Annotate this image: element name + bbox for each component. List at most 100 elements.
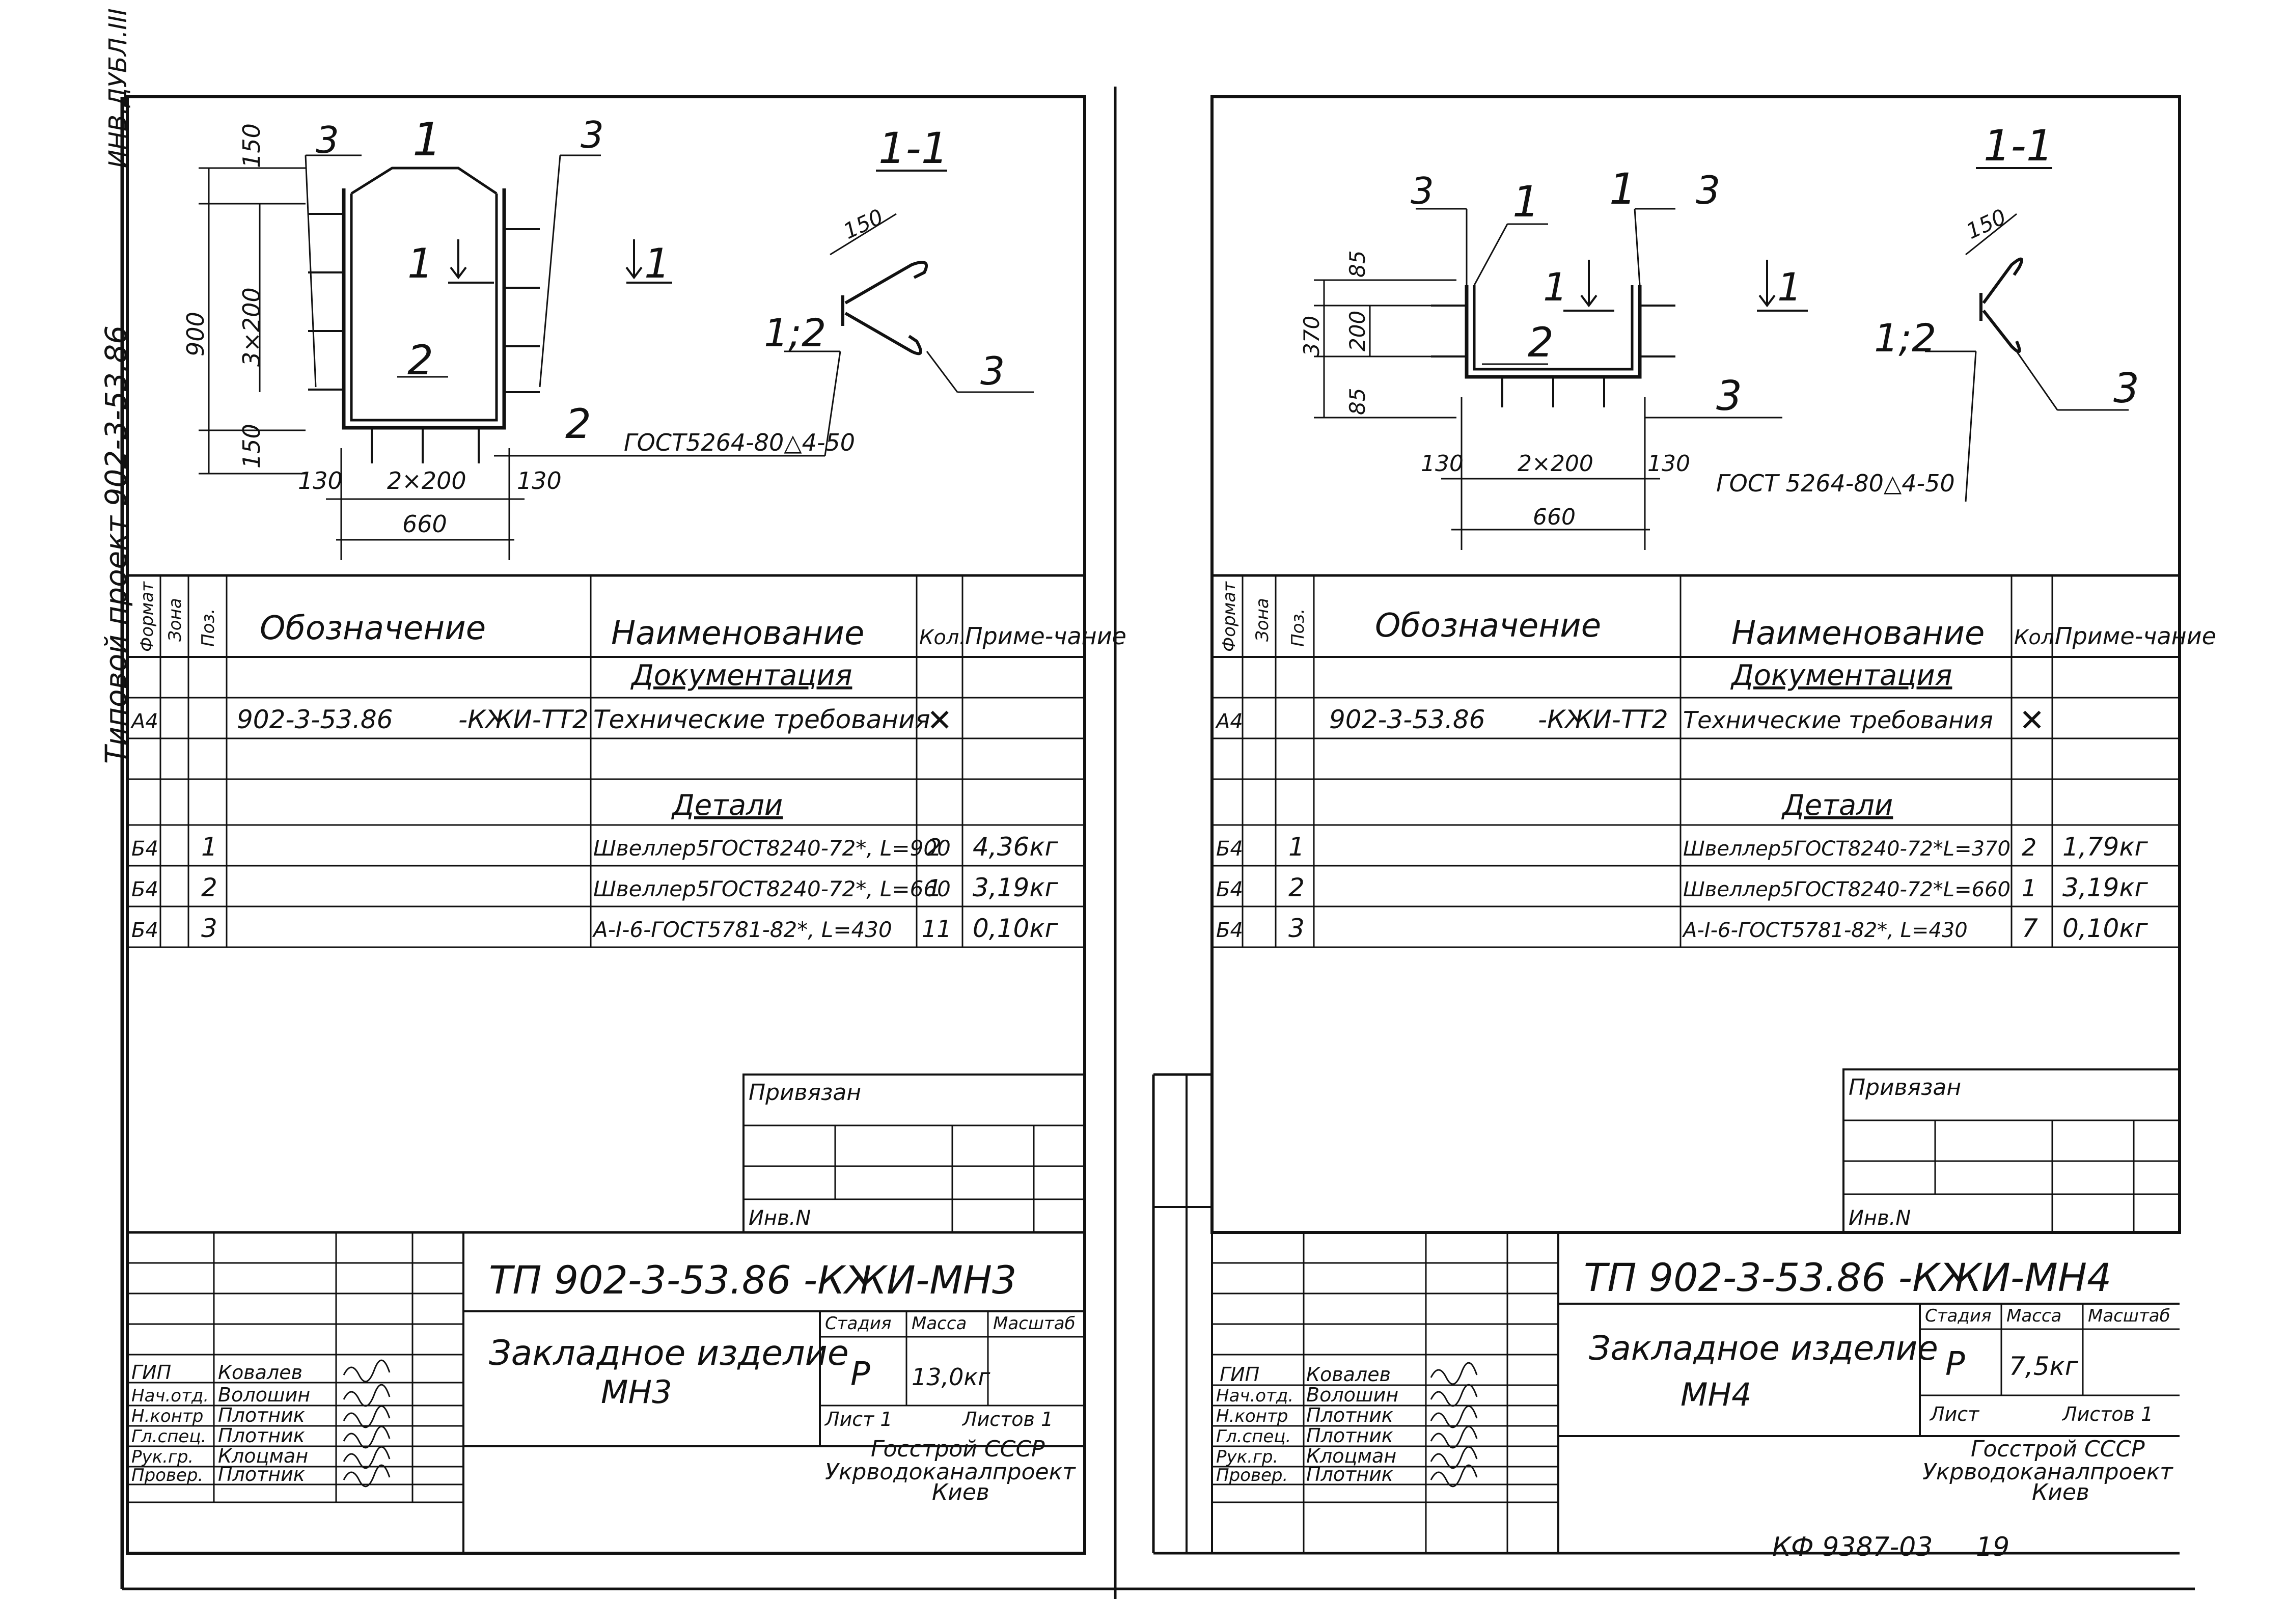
- left-row2-qty: 1: [927, 874, 942, 902]
- left-dim-bar: 150: [840, 204, 887, 244]
- right-org3: Киев: [2032, 1479, 2089, 1505]
- right-row1-format: Б4: [1216, 837, 1243, 861]
- right-doc-format: А4: [1215, 710, 1243, 733]
- right-row3-format: Б4: [1216, 919, 1243, 942]
- table-row: Б4 2 Швеллер5ГОСТ8240-72*L=660 1 3,19кг: [1216, 873, 2149, 902]
- right-role-1: Нач.отд.: [1216, 1386, 1293, 1406]
- left-doc-code: ТП 902-3-53.86 -КЖИ-МН3: [489, 1257, 1016, 1303]
- right-doc-name: Технические требования: [1683, 706, 1993, 734]
- left-row3-note: 0,10кг: [973, 914, 1059, 943]
- left-doc-format: А4: [130, 710, 158, 733]
- left-role-2: Н.контр: [131, 1406, 203, 1426]
- right-org2: Укрводоканалпроект: [1922, 1459, 2173, 1485]
- left-dim-left-off: 130: [298, 467, 343, 494]
- left-row1-note: 4,36кг: [973, 832, 1059, 862]
- left-row1-format: Б4: [131, 837, 158, 861]
- left-name-1: Волошин: [218, 1384, 310, 1406]
- left-callout-2a: 2: [407, 337, 433, 384]
- left-sheet: 3 1 3 2 2 1 1 150 3×200 900 150 130 2×20…: [126, 95, 1126, 1555]
- left-section-callout-3: 3: [980, 348, 1005, 394]
- right-dim-bottom: 85: [1345, 388, 1370, 415]
- left-row1-qty: 2: [927, 834, 942, 861]
- left-col-note: Приме-чание: [965, 622, 1126, 650]
- left-sheet-no: Лист 1: [824, 1408, 893, 1430]
- left-doc-suffix: -КЖИ-ТТ2: [458, 705, 589, 734]
- right-role-0: ГИП: [1220, 1363, 1259, 1386]
- left-callout-1: 1: [412, 113, 442, 167]
- left-item-title: Закладное изделие: [489, 1333, 849, 1373]
- left-dim-width: 660: [402, 510, 447, 538]
- left-name-2: Плотник: [218, 1404, 305, 1426]
- right-org1: Госстрой СССР: [1971, 1436, 2145, 1462]
- right-role-4: Рук.гр.: [1216, 1447, 1278, 1467]
- left-people: ГИП Ковалев Нач.отд. Волошин Н.контр Пло…: [131, 1361, 310, 1485]
- right-mass-header: Масса: [2006, 1306, 2061, 1326]
- right-callout-1a: 1: [1512, 177, 1539, 227]
- right-col-note: Приме-чание: [2055, 622, 2216, 650]
- right-role-3: Гл.спец.: [1216, 1426, 1291, 1447]
- right-col-format: Формат: [1219, 581, 1240, 652]
- left-inv: Инв.N: [749, 1206, 811, 1230]
- right-name-3: Плотник: [1306, 1424, 1393, 1447]
- left-scale-header: Масштаб: [993, 1313, 1076, 1334]
- right-role-5: Провер.: [1216, 1465, 1288, 1485]
- left-row2-note: 3,19кг: [973, 873, 1059, 902]
- right-role-2: Н.контр: [1216, 1406, 1288, 1426]
- right-weld-note: ГОСТ 5264-80△4-50: [1716, 470, 1955, 497]
- right-dim-mid: 200: [1345, 311, 1370, 351]
- table-row: Б4 3 А-I-6-ГОСТ5781-82*, L=430 11 0,10кг: [131, 914, 1059, 943]
- page-number: 19: [1976, 1532, 2009, 1562]
- right-mass: 7,5кг: [2009, 1352, 2079, 1381]
- right-title-block: [1212, 1232, 2180, 1553]
- left-plan-view: [199, 154, 825, 560]
- left-weld-note: ГОСТ5264-80△4-50: [624, 429, 855, 456]
- right-doc-suffix: -КЖИ-ТТ2: [1538, 705, 1668, 734]
- right-scale-header: Масштаб: [2088, 1306, 2170, 1326]
- left-col-qty: Кол.: [919, 626, 966, 649]
- left-title-block: [127, 1231, 1085, 1553]
- right-row2-pos: 2: [1288, 873, 1305, 902]
- right-stage: Р: [1945, 1345, 1965, 1383]
- left-dim-bottom: 150: [238, 424, 265, 469]
- right-signatures: [1430, 1362, 1478, 1488]
- left-callout-2b: 2: [565, 400, 591, 448]
- left-dim-right-off: 130: [517, 467, 562, 494]
- left-org3: Киев: [932, 1479, 989, 1505]
- right-row1-note: 1,79кг: [2062, 832, 2149, 862]
- right-doc-qty: ✕: [2019, 703, 2045, 738]
- left-org2: Укрводоканалпроект: [825, 1459, 1076, 1485]
- left-name-0: Ковалев: [218, 1361, 302, 1384]
- left-row3-pos: 3: [201, 914, 217, 943]
- right-sheets-total: Листов 1: [2061, 1403, 2153, 1425]
- right-callout-2: 2: [1528, 319, 1554, 366]
- right-privyazan-block: [1842, 1068, 2181, 1233]
- right-row2-format: Б4: [1216, 878, 1243, 901]
- left-name-5: Плотник: [218, 1463, 305, 1485]
- right-name-4: Клоцман: [1306, 1445, 1396, 1467]
- left-row2-format: Б4: [131, 878, 158, 901]
- right-section-callout-12: 1;2: [1874, 315, 1936, 361]
- right-sheet-no: Лист: [1929, 1403, 1980, 1425]
- right-callout-3b: 3: [1696, 168, 1720, 213]
- left-section-parts: Детали: [671, 789, 783, 822]
- right-row3-name: А-I-6-ГОСТ5781-82*, L=430: [1682, 919, 1968, 942]
- left-role-5: Провер.: [131, 1465, 203, 1485]
- table-row: Б4 3 А-I-6-ГОСТ5781-82*, L=430 7 0,10кг: [1216, 914, 2149, 943]
- left-dim-center: 2×200: [387, 467, 466, 494]
- left-col-name: Наименование: [611, 615, 864, 652]
- left-row3-name: А-I-6-ГОСТ5781-82*, L=430: [592, 917, 892, 942]
- right-callout-3a: 3: [1411, 170, 1434, 212]
- right-inv: Инв.N: [1849, 1206, 1911, 1230]
- right-item-title: Закладное изделие: [1589, 1329, 1938, 1368]
- left-role-0: ГИП: [131, 1361, 171, 1384]
- right-col-pos: Поз.: [1288, 609, 1308, 647]
- left-dim-top: 150: [238, 123, 265, 168]
- left-col-format: Формат: [137, 581, 157, 652]
- left-sheets-total: Листов 1: [961, 1408, 1053, 1430]
- left-privyazan-block: [742, 1074, 1086, 1233]
- left-privyazan: Привязан: [749, 1080, 861, 1106]
- right-dim-top: 85: [1345, 251, 1370, 278]
- right-frame: [1210, 95, 2181, 1234]
- right-section-parts: Детали: [1781, 789, 1893, 822]
- right-name-1: Волошин: [1306, 1384, 1398, 1406]
